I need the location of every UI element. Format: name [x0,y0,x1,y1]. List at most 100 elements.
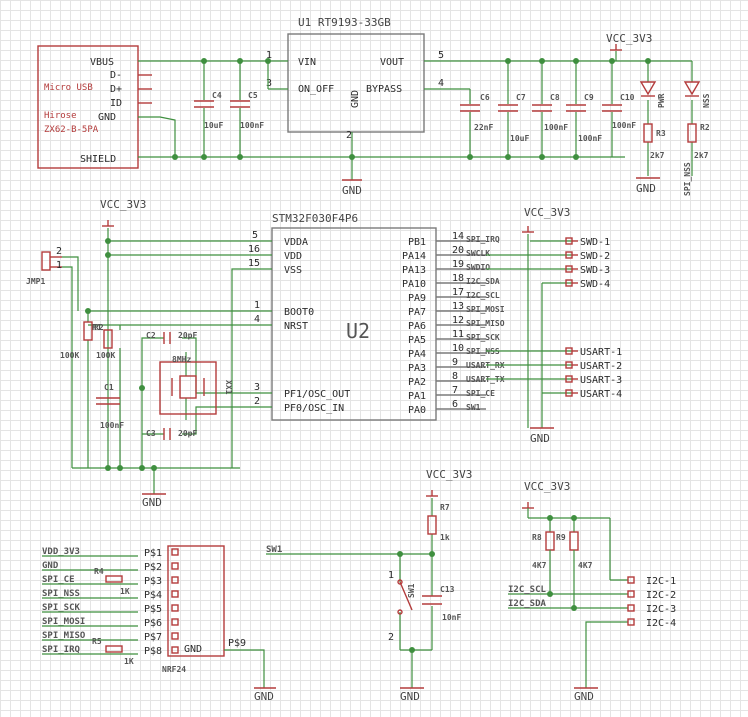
nrf-r4-label: R4 [94,567,104,576]
nrf-pin-mark [171,590,179,598]
swd-pin-mark [565,265,573,273]
nrf-r4-value: 1K [120,587,130,596]
i2c-pin-mark [627,618,635,626]
i2c-pin-mark [627,576,635,584]
c9-value: 100nF [578,134,602,143]
mcu-u2: STM32F030F4P6 U2 VDDA VDD VSS BOOT0 NRST… [248,212,505,421]
vcc-label-top: VCC_3V3 [606,32,652,45]
regulator-pin5: 5 [438,50,444,61]
gnd-label-i2c: GND [574,690,594,703]
mcu-right-pin-num: 8 [452,371,458,382]
regulator-pin1: 1 [266,50,272,61]
usart-pin-label: USART-1 [580,347,622,358]
mcu-pin-vss: VSS [284,265,302,276]
i2c-pin-mark [627,604,635,612]
nrf-r5-value: 1K [124,657,134,666]
i2c-pin-label: I2C-4 [646,618,676,629]
sw-pin2: 2 [388,632,394,643]
mcu-name: U2 [346,319,370,343]
usart-pin-label: USART-4 [580,389,622,400]
mcu-left-wires [62,228,272,494]
swd-pin-label: SWD-1 [580,237,610,248]
mcu-right-net: I2C_SDA [466,277,500,286]
swd-pin-mark [565,251,573,259]
mcu-pin-pf0: PF0/OSC_IN [284,403,344,414]
gnd-label-led: GND [636,182,656,195]
i2c-pin-label: I2C-3 [646,604,676,615]
usb-label-1: Micro USB [44,83,93,93]
c4-label: C4 [212,91,222,100]
c3-label: C3 [146,429,156,438]
gnd-label-mcu: GND [142,496,162,509]
usart-pin-mark [565,375,573,383]
mcu-right-net: SWDIO [466,263,490,272]
nrf-net-label: VDD_3V3 [42,547,80,557]
nrf-name: NRF24 [162,665,186,674]
usart-pin-mark [565,389,573,397]
i2c-pin-label: I2C-2 [646,590,676,601]
usart-pin-label: USART-3 [580,375,622,386]
mcu-right-net: SPI_SCK [466,333,500,342]
mcu-right-pin-name: PA4 [408,349,426,360]
i2c-r8-label: R8 [532,533,542,542]
mcu-right-wires [486,234,572,428]
jumper-jmp1: JMP1 2 1 [26,246,62,286]
nrf-pin-mark [171,632,179,640]
c7-label: C7 [516,93,526,102]
mcu-right-net: I2C_SCL [466,291,500,300]
mcu-right-pin-name: PA0 [408,405,426,416]
power-rail-wires [138,51,693,180]
regulator-vin: VIN [298,57,316,68]
c3-value: 20pF [178,429,197,438]
led-r3-label: R3 [656,129,666,138]
mcu-right-pin-num: 9 [452,357,458,368]
regulator-gnd-pin: GND [350,90,361,108]
c6-value: 22nF [474,123,493,132]
mcu-right-pin-name: PA10 [402,279,426,290]
crystal-x1: 8MHz XX1 C2 20pF C3 20pF C1 100nF [96,331,233,440]
mcu-right-pin-num: 20 [452,245,464,256]
mcu-num-1: 1 [254,300,260,311]
mcu-right-pin-name: PA7 [408,307,426,318]
nrf-p9: P$9 [228,638,246,649]
nrf-pin-mark [171,548,179,556]
vcc-symbol-swd: VCC_3V3 [522,206,570,233]
vcc-label-sw: VCC_3V3 [426,468,472,481]
i2c-r9-label: R9 [556,533,566,542]
boot-r1-label: R1 [92,323,102,332]
regulator-u1: U1 RT9193-33GB VIN ON_OFF VOUT BYPASS GN… [266,16,444,141]
jumper-pin1: 1 [56,260,62,271]
swd-pin-label: SWD-2 [580,251,610,262]
i2c-scl-net: I2C_SCL [508,585,547,595]
mcu-right-pin-name: PA14 [402,251,426,262]
gnd-label-u1: GND [342,184,362,197]
c5-label: C5 [248,91,258,100]
mcu-pin-pf1: PF1/OSC_OUT [284,389,350,400]
sw-pin1: 1 [388,570,394,581]
mcu-right-pin-num: 6 [452,399,458,410]
gnd-symbol-u1: GND [342,179,362,197]
mcu-right-net: SPI_NSS [466,347,500,356]
nrf-pin-mark [171,646,179,654]
mcu-right-pin-num: 13 [452,301,464,312]
led-nss-net: SPI_NSS [683,162,692,196]
led-nss-label: NSS [702,93,711,108]
usb-pin-dminus: D- [110,70,122,81]
vcc-label-mcu: VCC_3V3 [100,198,146,211]
mcu-right-net: SPI_IRQ [466,235,500,244]
c10-label: C10 [620,93,635,102]
mcu-pin-vdda: VDDA [284,237,308,248]
c4-value: 10uF [204,121,223,130]
nrf-pins: P$1VDD_3V3P$2GNDP$3SPI_CEP$4SPI_NSSP$5SP… [42,547,179,657]
usb-pin-vbus: VBUS [90,57,114,68]
gnd-label-sw: GND [400,690,420,703]
nrf-pin-label: P$2 [144,562,162,573]
mcu-right-net: SPI_CE [466,389,495,398]
nrf-pin-label: P$5 [144,604,162,615]
regulator-vout: VOUT [380,57,404,68]
led-r2-label: R2 [700,123,710,132]
regulator-bypass: BYPASS [366,84,402,95]
